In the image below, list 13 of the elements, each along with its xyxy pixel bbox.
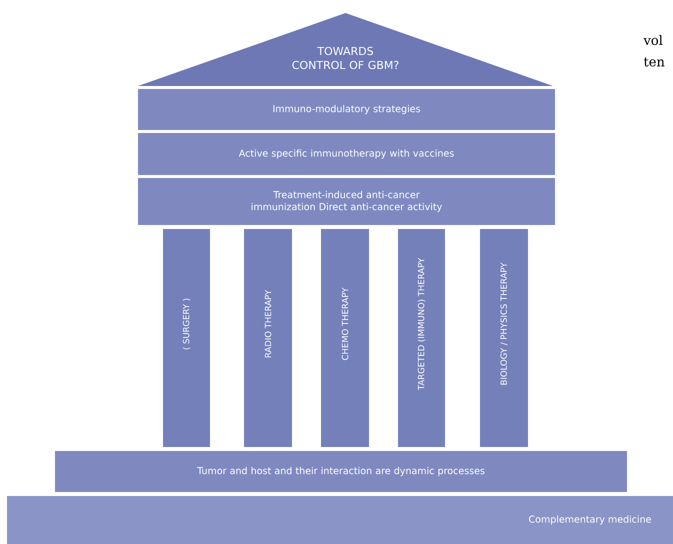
pillar: CHEMO THERAPY xyxy=(321,229,369,447)
pillar: TARGETED (IMMUNO) THERAPY xyxy=(398,229,445,447)
pillar: ( SURGERY ) xyxy=(163,229,210,447)
page-text: vol xyxy=(644,34,662,46)
beam-band: Treatment-induced anti-cancer immunization Direct anti-cancer activity xyxy=(138,178,555,225)
base-band: Complementary medicine xyxy=(7,496,673,544)
roof-triangle: TOWARDS CONTROL OF GBM? xyxy=(138,13,553,86)
beam-band: Immuno-modulatory strategies xyxy=(138,89,555,130)
beam-band: Tumor and host and their interaction are dynamic processes xyxy=(55,451,627,492)
pillar: RADIO THERAPY xyxy=(244,229,292,447)
pillar: BIOLOGY / PHYSICS THERAPY xyxy=(480,229,528,447)
page-text: ten xyxy=(644,57,664,67)
beam-band: Active specific immunotherapy with vaccines xyxy=(138,133,555,175)
